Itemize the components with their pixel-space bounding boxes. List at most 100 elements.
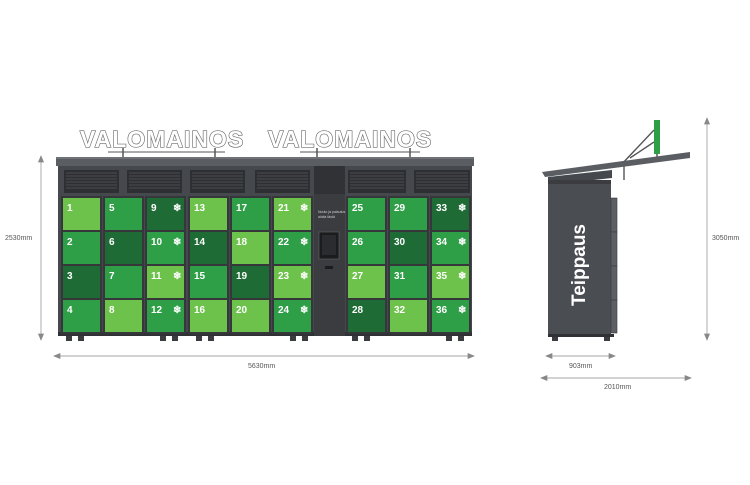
snowflake-icon: ❄ <box>458 305 466 316</box>
locker-number: 7 <box>109 271 115 282</box>
side-height-label: 3050mm <box>712 235 739 242</box>
locker-number: 36 <box>436 305 448 316</box>
locker-door-28[interactable] <box>348 300 385 332</box>
locker-door-15[interactable] <box>190 266 227 298</box>
locker-number: 31 <box>394 271 406 282</box>
kiosk-text-line1: Nouto ja palautus <box>318 210 345 214</box>
side-body <box>548 180 611 336</box>
locker-door-12[interactable] <box>147 300 184 332</box>
locker-number: 21 <box>278 203 290 214</box>
kiosk-text-line2: aloita tästä <box>318 215 335 219</box>
side-height-dimension <box>703 117 711 341</box>
locker-number: 13 <box>194 203 206 214</box>
locker-number: 19 <box>236 271 248 282</box>
cabinet-foot <box>364 336 370 341</box>
locker-door-29[interactable] <box>390 198 427 230</box>
locker-door-21[interactable] <box>274 198 311 230</box>
snowflake-icon: ❄ <box>300 305 308 316</box>
locker-door-4[interactable] <box>63 300 100 332</box>
side-view: Teippaus <box>542 120 690 341</box>
locker-number: 9 <box>151 203 157 214</box>
locker-number: 26 <box>352 237 364 248</box>
locker-number: 22 <box>278 237 290 248</box>
locker-door-10[interactable] <box>147 232 184 264</box>
locker-number: 23 <box>278 271 290 282</box>
locker-number: 11 <box>151 271 162 282</box>
locker-door-30[interactable] <box>390 232 427 264</box>
locker-door-22[interactable] <box>274 232 311 264</box>
cabinet-foot <box>458 336 464 341</box>
locker-door-20[interactable] <box>232 300 269 332</box>
locker-door-17[interactable] <box>232 198 269 230</box>
locker-number: 20 <box>236 305 248 316</box>
locker-door-33[interactable] <box>432 198 469 230</box>
cabinet-foot <box>160 336 166 341</box>
vent-lines <box>66 172 468 189</box>
locker-number: 17 <box>236 203 248 214</box>
locker-door-16[interactable] <box>190 300 227 332</box>
sign-text-left: VALOMAINOS <box>80 126 244 152</box>
cabinet-foot <box>302 336 308 341</box>
side-label: Teippaus <box>569 224 590 306</box>
locker-number: 1 <box>67 203 73 214</box>
locker-door-23[interactable] <box>274 266 311 298</box>
locker-number: 6 <box>109 237 115 248</box>
locker-number: 18 <box>236 237 248 248</box>
cabinet-foot <box>66 336 72 341</box>
cabinet-foot <box>196 336 202 341</box>
snowflake-icon: ❄ <box>173 237 181 248</box>
locker-door-26[interactable] <box>348 232 385 264</box>
locker-number: 2 <box>67 237 73 248</box>
locker-door-24[interactable] <box>274 300 311 332</box>
front-width-dimension <box>53 352 475 360</box>
kiosk-card-slot[interactable] <box>325 266 333 269</box>
locker-door-9[interactable] <box>147 198 184 230</box>
locker-door-34[interactable] <box>432 232 469 264</box>
locker-number: 12 <box>151 305 163 316</box>
locker-door-7[interactable] <box>105 266 142 298</box>
snowflake-icon: ❄ <box>300 271 308 282</box>
locker-door-19[interactable] <box>232 266 269 298</box>
locker-number: 15 <box>194 271 206 282</box>
locker-number: 10 <box>151 237 163 248</box>
locker-door-1[interactable] <box>63 198 100 230</box>
locker-number: 35 <box>436 271 448 282</box>
locker-door-13[interactable] <box>190 198 227 230</box>
side-roof-canopy <box>542 152 690 177</box>
locker-number: 32 <box>394 305 406 316</box>
side-depth-dimension <box>545 352 616 360</box>
locker-door-18[interactable] <box>232 232 269 264</box>
cabinet-foot <box>172 336 178 341</box>
locker-door-25[interactable] <box>348 198 385 230</box>
snowflake-icon: ❄ <box>300 237 308 248</box>
locker-door-11[interactable] <box>147 266 184 298</box>
locker-number: 28 <box>352 305 364 316</box>
locker-door-32[interactable] <box>390 300 427 332</box>
locker-door-31[interactable] <box>390 266 427 298</box>
front-height-dimension <box>37 155 45 341</box>
locker-door-3[interactable] <box>63 266 100 298</box>
locker-door-6[interactable] <box>105 232 142 264</box>
locker-door-36[interactable] <box>432 300 469 332</box>
locker-grid: 123456789❄10❄11❄12❄131415161718192021❄22… <box>61 196 471 334</box>
locker-number: 4 <box>67 305 73 316</box>
locker-number: 33 <box>436 203 448 214</box>
side-total-label: 2010mm <box>604 384 631 391</box>
locker-number: 24 <box>278 305 290 316</box>
locker-number: 16 <box>194 305 206 316</box>
locker-door-8[interactable] <box>105 300 142 332</box>
locker-door-5[interactable] <box>105 198 142 230</box>
snowflake-icon: ❄ <box>173 305 181 316</box>
front-feet <box>66 336 464 341</box>
locker-door-2[interactable] <box>63 232 100 264</box>
locker-number: 8 <box>109 305 115 316</box>
snowflake-icon: ❄ <box>300 203 308 214</box>
front-roof <box>56 157 474 166</box>
cabinet-foot <box>446 336 452 341</box>
locker-door-27[interactable] <box>348 266 385 298</box>
side-door-edges <box>610 197 618 334</box>
cabinet-foot <box>208 336 214 341</box>
locker-door-14[interactable] <box>190 232 227 264</box>
locker-door-35[interactable] <box>432 266 469 298</box>
